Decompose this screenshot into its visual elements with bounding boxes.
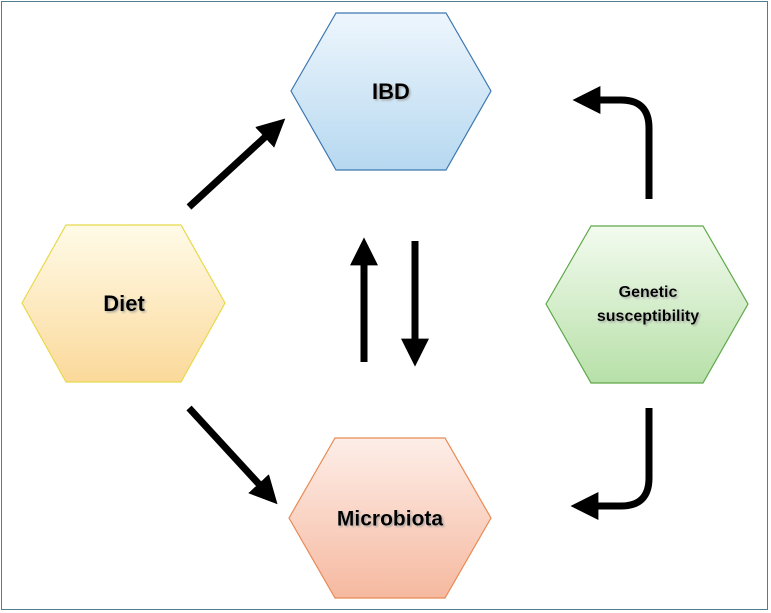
- node-ibd: IBD: [290, 12, 492, 171]
- node-genetic-susceptibility: Genetic susceptibility: [545, 225, 749, 384]
- genetic-label-line1: Genetic: [619, 284, 678, 301]
- genetic-label-line2: susceptibility: [597, 308, 699, 325]
- genetic-hexagon: [545, 225, 749, 384]
- microbiota-label: Microbiota: [337, 508, 443, 531]
- ibd-hexagon: [290, 12, 492, 171]
- arrows: [186, 86, 653, 520]
- node-diet: Diet: [21, 224, 226, 383]
- arrow-genetic-to-ibd: [572, 86, 653, 199]
- microbiota-hexagon: [288, 437, 492, 599]
- diet-label: Diet: [103, 291, 145, 316]
- arrow-diet-to-microbiota: [186, 405, 278, 505]
- arrow-genetic-to-microbiota: [570, 408, 653, 520]
- node-microbiota: Microbiota: [288, 437, 492, 599]
- arrow-diet-to-ibd: [186, 118, 286, 210]
- diet-hexagon: [21, 224, 226, 383]
- ibd-label: IBD: [372, 79, 410, 104]
